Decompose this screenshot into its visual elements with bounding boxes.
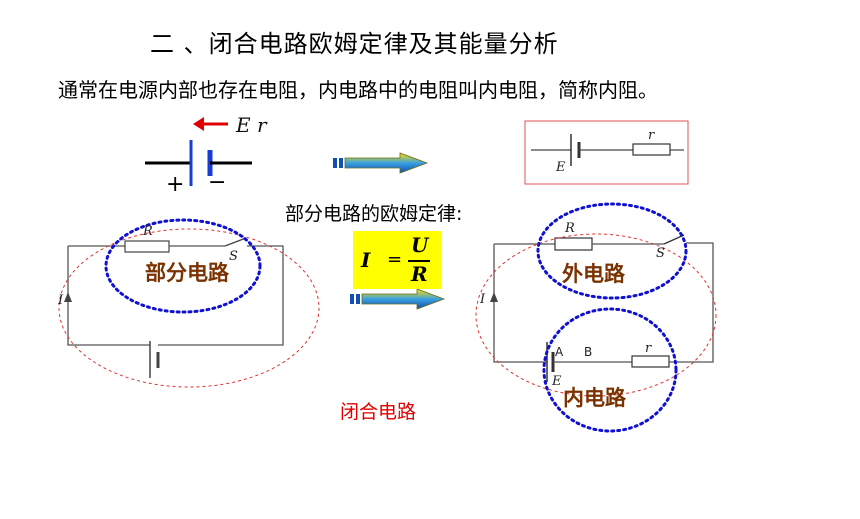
block-arrow-icon [333, 152, 429, 174]
plus-sign: + [166, 172, 185, 197]
formula-equals: = [387, 249, 403, 270]
outer-circuit-label: 外电路 [562, 262, 625, 286]
terminal-a-label: A [555, 345, 564, 359]
intro-text: 通常在电源内部也存在电阻，内电路中的电阻叫内电阻，简称内阻。 [58, 78, 658, 102]
right-resistor-label: R [565, 221, 575, 236]
right-circuit [475, 202, 717, 433]
inner-circuit-label: 内电路 [563, 386, 626, 410]
source-label: E [556, 160, 566, 175]
left-switch-label: S [229, 249, 238, 264]
formula-numerator: U [411, 233, 429, 257]
internal-resistor-label: r [648, 128, 655, 143]
minus-sign: − [208, 170, 227, 195]
block-arrow-icon [350, 288, 446, 310]
battery-symbol [145, 140, 252, 186]
formula-fraction-bar [408, 260, 430, 262]
closed-circuit-label: 闭合电路 [340, 401, 417, 423]
right-current-label: I [480, 292, 486, 307]
emf-label: E r [236, 113, 267, 137]
left-current-label: I [58, 293, 64, 308]
internal-resistance-label: r [645, 341, 652, 356]
terminal-b-label: B [584, 345, 593, 359]
left-circuit [58, 218, 320, 388]
ohm-law-formula: I = U R [353, 231, 441, 289]
right-source-label: E [552, 374, 562, 389]
slide-title: 二 、闭合电路欧姆定律及其能量分析 [150, 30, 559, 58]
ohm-law-label: 部分电路的欧姆定律: [285, 203, 463, 225]
formula-denominator: R [411, 262, 428, 286]
formula-current: I [361, 248, 371, 272]
left-resistor-label: R [143, 224, 153, 239]
internal-resistance-diagram [524, 120, 689, 185]
red-arrow-icon [193, 117, 228, 131]
partial-circuit-label: 部分电路 [145, 261, 229, 285]
right-switch-label: S [656, 246, 665, 261]
